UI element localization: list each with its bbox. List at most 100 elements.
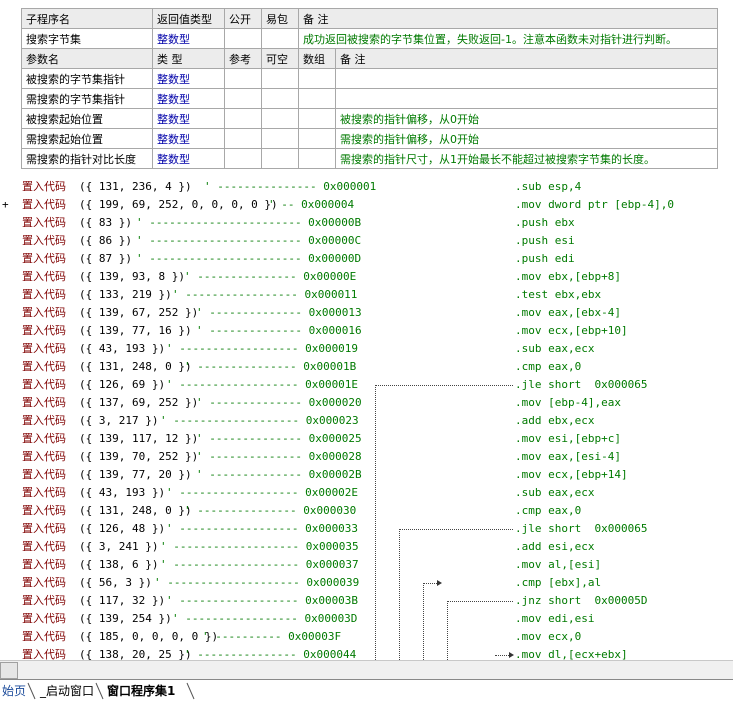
code-line[interactable]: 置入代码({ 3, 217 })' ------------------- 0x… (0, 412, 733, 430)
code-line[interactable]: 置入代码({ 138, 20, 25 })' --------------- 0… (0, 646, 733, 664)
param-name[interactable]: 被搜索的字节集指针 (21, 68, 153, 89)
param-note[interactable]: 需搜索的指针尺寸，从1开始最长不能超过被搜索字节集的长度。 (335, 148, 718, 169)
param-name[interactable]: 需搜索的字节集指针 (21, 88, 153, 109)
param-row[interactable]: 被搜索起始位置 整数型 被搜索的指针偏移，从0开始 (21, 108, 718, 129)
code-line[interactable]: 置入代码({ 83 })' ----------------------- 0x… (0, 214, 733, 232)
param-type[interactable]: 整数型 (152, 88, 225, 109)
code-line[interactable]: 置入代码({ 133, 219 })' ----------------- 0x… (0, 286, 733, 304)
code-args[interactable]: ({ 185, 0, 0, 0, 0 }) (79, 630, 219, 643)
param-nullable[interactable] (261, 128, 299, 149)
sub-return-type[interactable]: 整数型 (152, 28, 225, 49)
code-args[interactable]: ({ 126, 48 }) (79, 522, 166, 535)
code-line[interactable]: 置入代码({ 139, 77, 20 })' -------------- 0x… (0, 466, 733, 484)
code-line[interactable]: 置入代码({ 87 })' ----------------------- 0x… (0, 250, 733, 268)
param-note[interactable]: 被搜索的指针偏移，从0开始 (335, 108, 718, 129)
code-args[interactable]: ({ 56, 3 }) (79, 576, 152, 589)
param-ref[interactable] (224, 68, 262, 89)
code-args[interactable]: ({ 139, 70, 252 }) (79, 450, 199, 463)
param-array[interactable] (298, 148, 336, 169)
code-args[interactable]: ({ 139, 254 }) (79, 612, 172, 625)
param-name[interactable]: 需搜索起始位置 (21, 128, 153, 149)
code-args[interactable]: ({ 199, 69, 252, 0, 0, 0, 0 }) (79, 198, 278, 211)
code-args[interactable]: ({ 137, 69, 252 }) (79, 396, 199, 409)
code-args[interactable]: ({ 138, 20, 25 }) (79, 648, 192, 661)
code-args[interactable]: ({ 86 }) (79, 234, 132, 247)
code-line[interactable]: 置入代码({ 139, 93, 8 })' --------------- 0x… (0, 268, 733, 286)
param-type[interactable]: 整数型 (152, 128, 225, 149)
code-args[interactable]: ({ 117, 32 }) (79, 594, 166, 607)
code-args[interactable]: ({ 126, 69 }) (79, 378, 166, 391)
param-row[interactable]: 需搜索的指针对比长度 整数型 需搜索的指针尺寸，从1开始最长不能超过被搜索字节集… (21, 148, 718, 169)
sub-row[interactable]: 搜索字节集 整数型 成功返回被搜索的字节集位置，失败返回-1。注意本函数未对指针… (21, 28, 718, 49)
param-nullable[interactable] (261, 108, 299, 129)
code-args[interactable]: ({ 133, 219 }) (79, 288, 172, 301)
horizontal-scrollbar[interactable] (0, 660, 733, 679)
param-nullable[interactable] (261, 68, 299, 89)
param-array[interactable] (298, 88, 336, 109)
code-line[interactable]: 置入代码({ 139, 67, 252 })' -------------- 0… (0, 304, 733, 322)
code-line[interactable]: 置入代码({ 43, 193 })' ------------------ 0x… (0, 340, 733, 358)
code-args[interactable]: ({ 43, 193 }) (79, 342, 166, 355)
code-line[interactable]: 置入代码({ 139, 117, 12 })' -------------- 0… (0, 430, 733, 448)
code-args[interactable]: ({ 139, 93, 8 }) (79, 270, 185, 283)
code-line[interactable]: +置入代码({ 199, 69, 252, 0, 0, 0, 0 })' -- … (0, 196, 733, 214)
code-args[interactable]: ({ 139, 77, 16 }) (79, 324, 192, 337)
scroll-left-button[interactable] (0, 662, 18, 679)
code-line[interactable]: 置入代码({ 139, 254 })' ----------------- 0x… (0, 610, 733, 628)
param-name[interactable]: 需搜索的指针对比长度 (21, 148, 153, 169)
code-args[interactable]: ({ 3, 217 }) (79, 414, 159, 427)
tab-window-module-1[interactable]: 窗口程序集1 (107, 684, 176, 698)
param-row[interactable]: 被搜索的字节集指针 整数型 (21, 68, 718, 89)
param-ref[interactable] (224, 128, 262, 149)
code-line[interactable]: 置入代码({ 126, 69 })' ------------------ 0x… (0, 376, 733, 394)
code-line[interactable]: 置入代码({ 138, 6 })' ------------------- 0x… (0, 556, 733, 574)
expand-icon[interactable]: + (2, 198, 9, 211)
param-note[interactable] (335, 88, 718, 109)
code-line[interactable]: 置入代码({ 117, 32 })' ------------------ 0x… (0, 592, 733, 610)
code-args[interactable]: ({ 83 }) (79, 216, 132, 229)
sub-public[interactable] (224, 28, 262, 49)
tab-startup-window[interactable]: _启动窗口 (40, 684, 95, 698)
sub-note[interactable]: 成功返回被搜索的字节集位置，失败返回-1。注意本函数未对指针进行判断。 (298, 28, 718, 49)
code-line[interactable]: 置入代码({ 139, 70, 252 })' -------------- 0… (0, 448, 733, 466)
param-row[interactable]: 需搜索起始位置 整数型 需搜索的指针偏移，从0开始 (21, 128, 718, 149)
param-note[interactable]: 需搜索的指针偏移，从0开始 (335, 128, 718, 149)
code-line[interactable]: 置入代码({ 56, 3 })' -------------------- 0x… (0, 574, 733, 592)
code-args[interactable]: ({ 131, 248, 0 }) (79, 504, 192, 517)
code-line[interactable]: 置入代码({ 3, 241 })' ------------------- 0x… (0, 538, 733, 556)
param-type[interactable]: 整数型 (152, 68, 225, 89)
code-line[interactable]: 置入代码({ 185, 0, 0, 0, 0 })' ---------- 0x… (0, 628, 733, 646)
code-line[interactable]: 置入代码({ 131, 248, 0 })' --------------- 0… (0, 358, 733, 376)
tab-start-page[interactable]: 始页 (2, 684, 27, 698)
code-args[interactable]: ({ 43, 193 }) (79, 486, 166, 499)
code-line[interactable]: 置入代码({ 137, 69, 252 })' -------------- 0… (0, 394, 733, 412)
sub-easy-pkg[interactable] (261, 28, 299, 49)
code-args[interactable]: ({ 138, 6 }) (79, 558, 159, 571)
code-args[interactable]: ({ 139, 67, 252 }) (79, 306, 199, 319)
param-array[interactable] (298, 68, 336, 89)
param-type[interactable]: 整数型 (152, 148, 225, 169)
param-nullable[interactable] (261, 88, 299, 109)
param-ref[interactable] (224, 108, 262, 129)
code-line[interactable]: 置入代码({ 131, 248, 0 })' --------------- 0… (0, 502, 733, 520)
sub-name[interactable]: 搜索字节集 (21, 28, 153, 49)
param-row[interactable]: 需搜索的字节集指针 整数型 (21, 88, 718, 109)
param-ref[interactable] (224, 88, 262, 109)
param-array[interactable] (298, 108, 336, 129)
code-args[interactable]: ({ 131, 236, 4 }) (79, 180, 192, 193)
code-args[interactable]: ({ 87 }) (79, 252, 132, 265)
param-ref[interactable] (224, 148, 262, 169)
code-line[interactable]: 置入代码({ 43, 193 })' ------------------ 0x… (0, 484, 733, 502)
param-note[interactable] (335, 68, 718, 89)
param-name[interactable]: 被搜索起始位置 (21, 108, 153, 129)
code-args[interactable]: ({ 131, 248, 0 }) (79, 360, 192, 373)
code-args[interactable]: ({ 3, 241 }) (79, 540, 159, 553)
param-array[interactable] (298, 128, 336, 149)
code-line[interactable]: 置入代码({ 126, 48 })' ------------------ 0x… (0, 520, 733, 538)
code-line[interactable]: 置入代码({ 139, 77, 16 })' -------------- 0x… (0, 322, 733, 340)
code-line[interactable]: 置入代码({ 131, 236, 4 })' --------------- 0… (0, 178, 733, 196)
param-nullable[interactable] (261, 148, 299, 169)
code-line[interactable]: 置入代码({ 86 })' ----------------------- 0x… (0, 232, 733, 250)
code-args[interactable]: ({ 139, 77, 20 }) (79, 468, 192, 481)
param-type[interactable]: 整数型 (152, 108, 225, 129)
